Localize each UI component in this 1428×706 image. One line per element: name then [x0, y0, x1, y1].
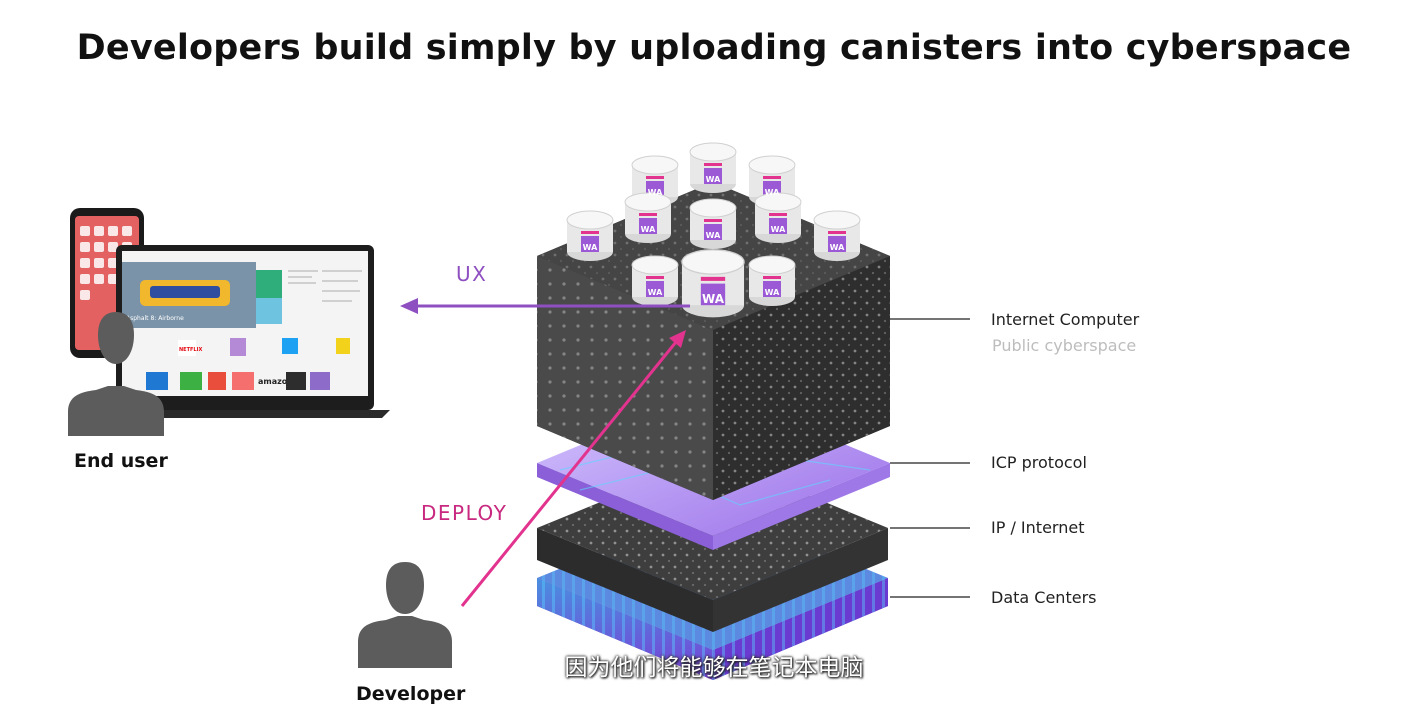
- video-subtitle: 因为他们将能够在笔记本电脑: [564, 655, 864, 681]
- canister: [689, 198, 737, 250]
- canister-label: WA: [641, 225, 656, 234]
- canister-label: WA: [765, 188, 780, 197]
- canister: [748, 255, 796, 307]
- ux-label: UX: [456, 262, 487, 286]
- canister-label: WA: [702, 292, 725, 306]
- end-user-label: End user: [74, 450, 168, 472]
- deploy-arrow: DEPLOY: [421, 330, 686, 607]
- end-user-devices: Asphalt 8: Airborne NETFLIX amazon: [70, 208, 390, 418]
- page-title: Developers build simply by uploading can…: [76, 28, 1352, 68]
- deploy-label: DEPLOY: [421, 501, 507, 525]
- laptop-banner-text: Asphalt 8: Airborne: [126, 315, 184, 322]
- canister: [631, 255, 679, 307]
- laptop: Asphalt 8: Airborne NETFLIX amazon: [100, 245, 390, 418]
- developer-person: Developer: [356, 562, 466, 705]
- layer-labels: Internet Computer Public cyberspace ICP …: [890, 310, 1140, 607]
- canister: [813, 210, 861, 262]
- end-user-person: End user: [68, 312, 168, 472]
- canister-labels: WA WA WA WA WA WA WA WA WA WA WA: [583, 175, 845, 306]
- developer-label: Developer: [356, 683, 466, 705]
- canister-label: WA: [648, 188, 663, 197]
- canister: [624, 192, 672, 244]
- label-ip-internet: IP / Internet: [991, 518, 1084, 537]
- label-data-centers: Data Centers: [991, 588, 1096, 607]
- canister-label: WA: [583, 243, 598, 252]
- ux-arrow: UX: [400, 262, 690, 314]
- canister-label: WA: [771, 225, 786, 234]
- canister: [689, 142, 737, 194]
- canister-label: WA: [765, 288, 780, 297]
- canister-label: WA: [830, 243, 845, 252]
- canister: [566, 210, 614, 262]
- canister-label: WA: [648, 288, 663, 297]
- canister-label: WA: [706, 175, 721, 184]
- label-public-cyberspace: Public cyberspace: [992, 336, 1136, 355]
- label-icp-protocol: ICP protocol: [991, 453, 1087, 472]
- label-internet-computer: Internet Computer: [991, 310, 1140, 329]
- amazon-tile-text: amazon: [258, 377, 293, 386]
- canister-label: WA: [706, 231, 721, 240]
- netflix-tile-text: NETFLIX: [179, 347, 202, 353]
- deploy-target-canister: [681, 249, 745, 319]
- canister: [754, 192, 802, 244]
